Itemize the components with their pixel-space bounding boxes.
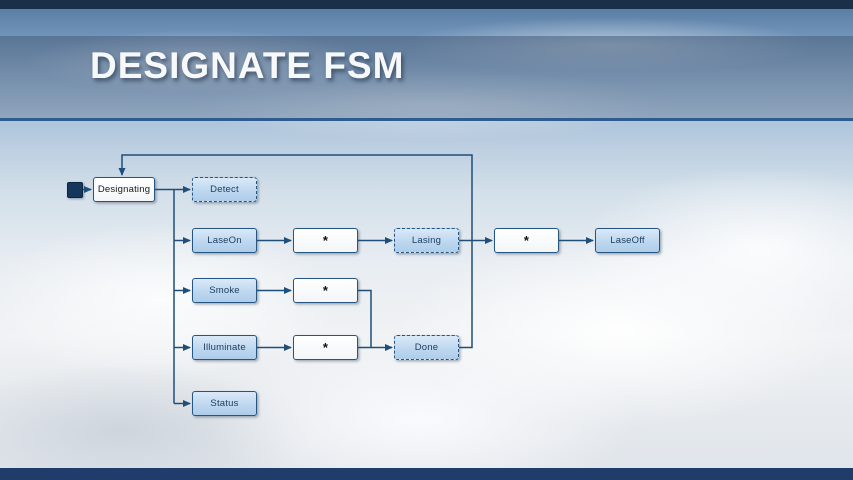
state-label: Detect	[210, 184, 239, 195]
edge-smokestar-done-join	[358, 289, 372, 348]
state-label: Lasing	[411, 235, 442, 246]
state-label: *	[322, 340, 329, 355]
title-band: DESIGNATE FSM	[0, 36, 853, 121]
state-designating: Designating	[93, 177, 155, 202]
state-smoke: Smoke	[192, 278, 257, 303]
state-done: Done	[394, 335, 459, 360]
state-label: Status	[210, 398, 239, 409]
state-label: *	[322, 283, 329, 298]
state-illuminate: Illuminate	[192, 335, 257, 360]
state-label: Designating	[97, 184, 151, 195]
state-label: LaseOff	[610, 235, 645, 246]
state-label: Done	[414, 342, 439, 353]
state-lasing: Lasing	[394, 228, 459, 253]
state-laseon: LaseOn	[192, 228, 257, 253]
edge-done-designating-return	[118, 154, 473, 349]
top-accent-bar	[0, 0, 853, 9]
initial-state-marker	[67, 182, 83, 198]
state-label: *	[322, 233, 329, 248]
state-star-smoke: *	[293, 278, 358, 303]
state-label: Smoke	[209, 285, 240, 296]
state-label: *	[523, 233, 530, 248]
state-label: Illuminate	[203, 342, 246, 353]
state-star-lasing: *	[494, 228, 559, 253]
bottom-accent-bar	[0, 468, 853, 480]
state-label: LaseOn	[207, 235, 242, 246]
state-laseoff: LaseOff	[595, 228, 660, 253]
state-star-illuminate: *	[293, 335, 358, 360]
page-title: DESIGNATE FSM	[90, 45, 405, 86]
state-status: Status	[192, 391, 257, 416]
state-detect: Detect	[192, 177, 257, 202]
state-star-laseon: *	[293, 228, 358, 253]
